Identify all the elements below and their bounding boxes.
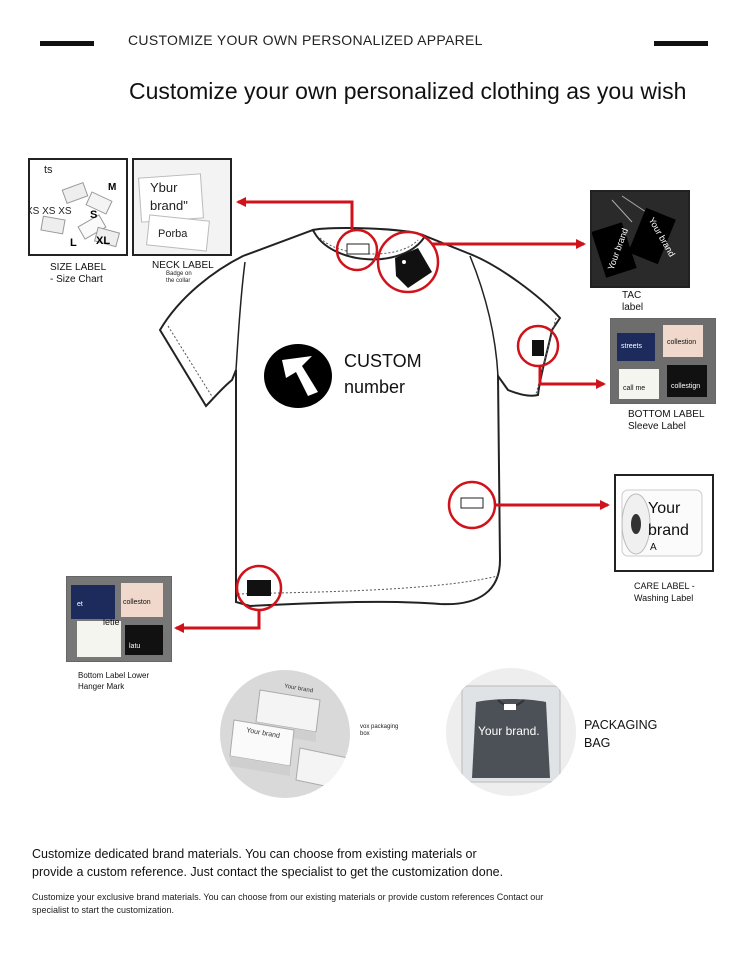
neck-photo-text-3: Porba — [158, 228, 188, 240]
size-photo-text-2: XS XS XS — [28, 206, 72, 217]
care-label-caption: CARE LABEL - Washing Label — [634, 580, 695, 604]
hanger-label-caption-line2: Hanger Mark — [78, 682, 125, 691]
packaging-bag-caption: PACKAGING BAG — [584, 716, 657, 752]
tshirt-outline — [158, 228, 562, 608]
bottom-photo-text-4: collestign — [671, 383, 701, 390]
neck-photo-text-2: brand" — [150, 198, 188, 213]
size-label-caption-line2: - Size Chart — [50, 274, 103, 285]
arrow-sleeve-label — [538, 366, 606, 389]
footer-small-text: Customize your exclusive brand materials… — [32, 891, 543, 917]
custom-print-line2: number — [344, 377, 406, 397]
packaging-box-caption-line1: vox packaging — [360, 724, 399, 730]
custom-logo-icon — [264, 344, 332, 408]
bottom-label-caption: BOTTOM LABEL Sleeve Label — [628, 409, 705, 433]
page-title: Customize your own personalized clothing… — [129, 78, 687, 104]
tac-label-caption: TAC label — [622, 290, 643, 314]
hanger-label-caption: Bottom Label Lower Hanger Mark — [78, 670, 149, 692]
packaging-box-caption-line2: box — [360, 731, 370, 737]
size-label-caption: SIZE LABEL - Size Chart — [50, 262, 106, 286]
tac-label-caption-line2: label — [622, 302, 644, 313]
custom-print-line1: CUSTOM — [344, 351, 422, 371]
bottom-label-photo: streets collestion call me collestign — [610, 318, 716, 404]
hanger-label-caption-line1: Bottom Label Lower — [78, 671, 150, 680]
top-title: CUSTOMIZE YOUR OWN PERSONALIZED APPAREL — [128, 32, 483, 48]
svg-text:M: M — [108, 182, 116, 193]
size-label-photo: S XL L M ts XS XS XS — [28, 158, 128, 256]
care-photo-text-2: brand — [648, 522, 689, 539]
hanger-label-photo: et colleston letie latu — [66, 576, 172, 662]
care-photo-text-3: A — [650, 542, 657, 553]
bottom-photo-text-2: collestion — [667, 339, 697, 346]
footer-small-line2: specialist to start the customization. — [32, 905, 175, 915]
svg-text:XL: XL — [96, 235, 110, 247]
header-right-bar — [654, 41, 708, 46]
tac-label-photo: Your brand Your brand — [590, 190, 690, 288]
care-photo-text-1: Your — [648, 500, 681, 517]
neck-label-caption: NECK LABEL — [152, 260, 214, 271]
custom-print-text: CUSTOM number — [344, 348, 422, 400]
svg-text:L: L — [70, 237, 77, 249]
packaging-bag-photo: Your brand. — [446, 668, 576, 796]
bottom-photo-text-1: streets — [621, 343, 643, 350]
care-label-caption-line2: Washing Label — [634, 593, 694, 603]
hanger-photo-text-2: colleston — [123, 599, 151, 606]
neck-photo-text-1: Ybur — [150, 180, 178, 195]
size-label-caption-line1: SIZE LABEL — [50, 262, 107, 273]
bag-photo-text: Your brand. — [478, 724, 540, 738]
neck-label-sub-line1: Badge on — [166, 271, 192, 277]
neck-label-sub: Badge on the collar — [166, 271, 192, 285]
packaging-box-caption: vox packaging box — [360, 724, 398, 738]
footer-small-line1: Customize your exclusive brand materials… — [32, 892, 544, 902]
care-label-photo: Your brand A — [614, 474, 714, 572]
hanger-photo-text-1: et — [77, 601, 83, 608]
packaging-box-photo: Your brand Your brand — [220, 670, 350, 798]
packaging-bag-caption-line2: BAG — [584, 736, 611, 750]
footer-line2: provide a custom reference. Just contact… — [32, 865, 504, 879]
packaging-bag-caption-line1: PACKAGING — [584, 718, 658, 732]
svg-text:S: S — [90, 209, 97, 221]
arrow-neck-label — [236, 197, 354, 230]
size-photo-text-1: ts — [44, 164, 53, 176]
neck-label-sub-line2: the collar — [166, 278, 191, 284]
hanger-photo-text-3: letie — [103, 617, 120, 627]
footer-text: Customize dedicated brand materials. You… — [32, 845, 503, 881]
neck-label-photo: Ybur brand" Porba — [132, 158, 232, 256]
bottom-label-caption-line1: BOTTOM LABEL — [628, 409, 705, 420]
hanger-photo-text-4: latu — [129, 643, 141, 650]
bottom-photo-text-3: call me — [623, 385, 646, 392]
footer-line1: Customize dedicated brand materials. You… — [32, 847, 477, 861]
arrow-hanger-label — [174, 610, 261, 633]
tac-label-caption-line1: TAC — [622, 290, 642, 301]
header-left-bar — [40, 41, 94, 46]
bottom-label-caption-line2: Sleeve Label — [628, 421, 686, 432]
care-label-caption-line1: CARE LABEL - — [634, 581, 695, 591]
